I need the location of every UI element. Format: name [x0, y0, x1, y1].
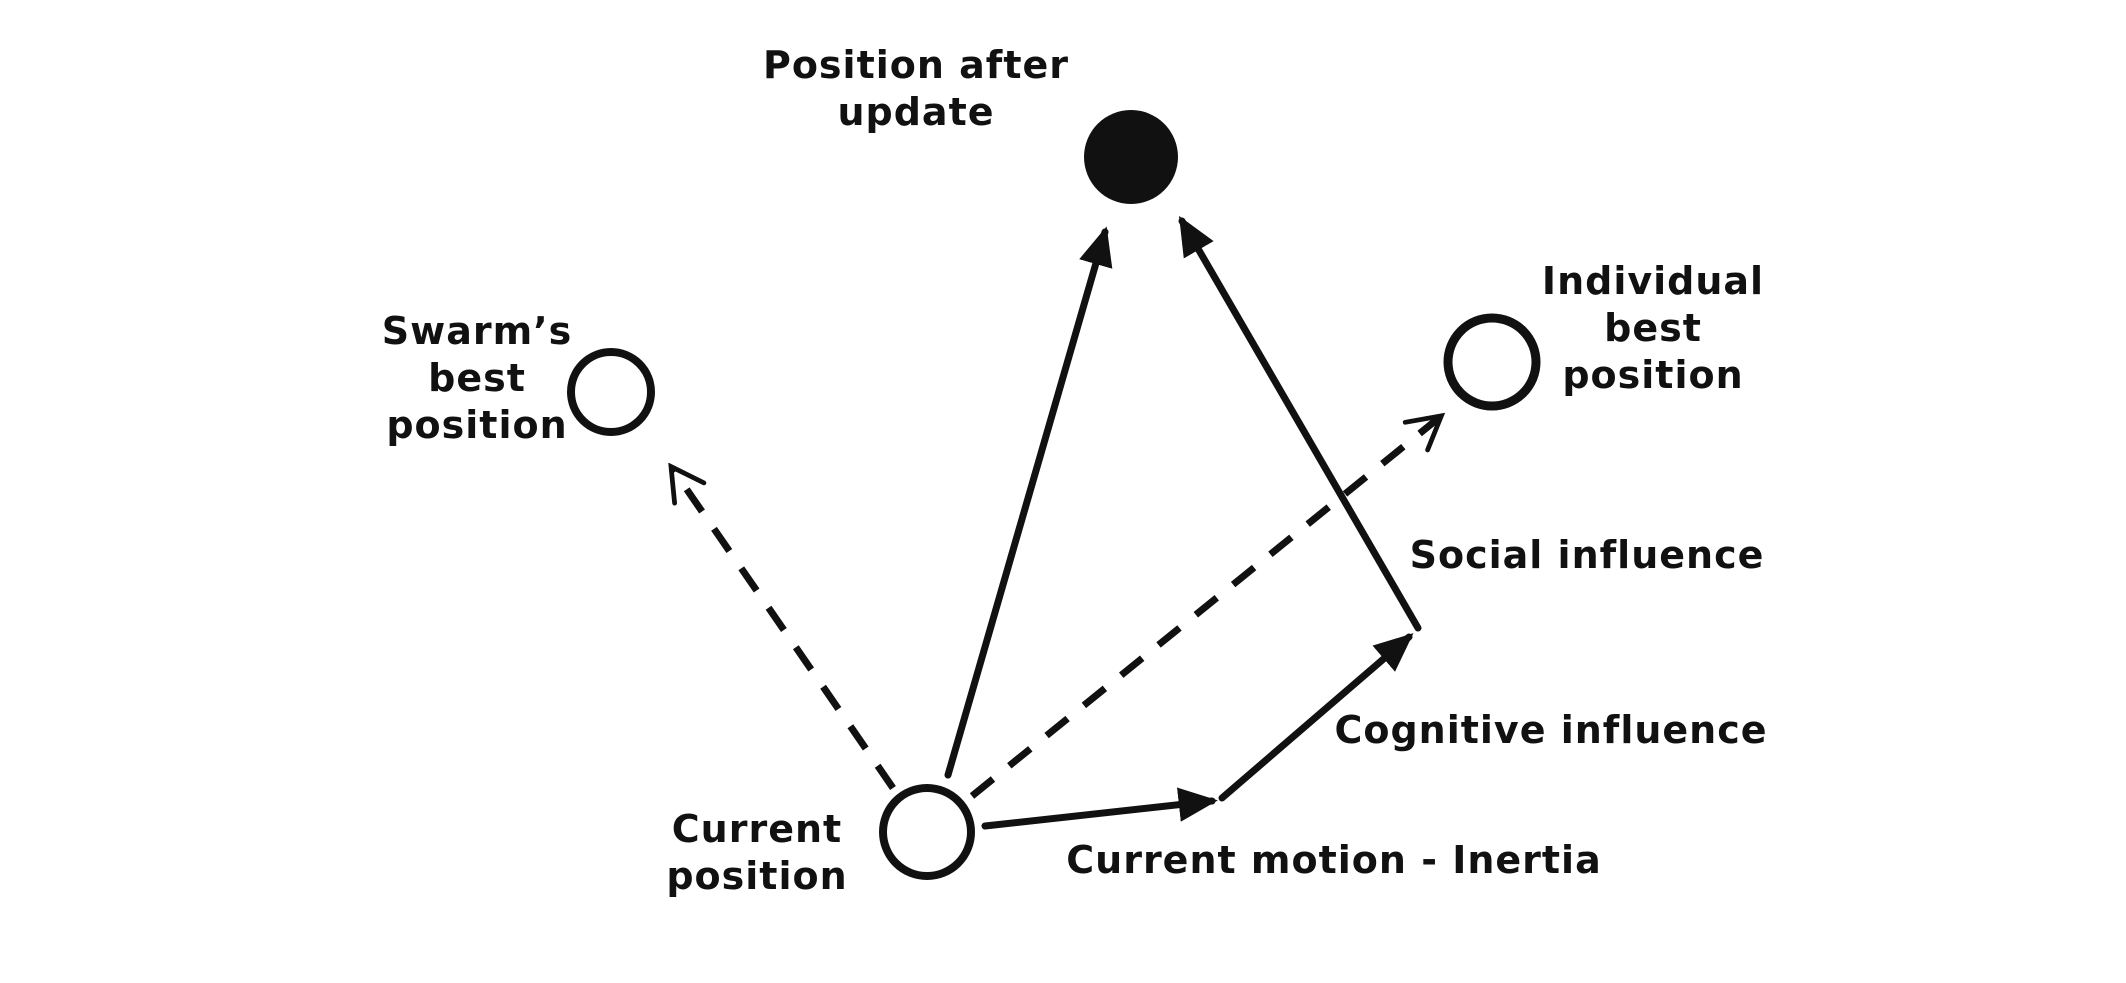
- updated-position-node-circle: [1084, 110, 1178, 204]
- current-position-label-line1: Current: [671, 807, 843, 851]
- current-position-label-line2: position: [666, 854, 848, 898]
- cognitive-influence-arrow: [1218, 633, 1414, 802]
- individual-best-node-circle: [1443, 313, 1541, 411]
- updated-position-label-line2: update: [837, 90, 995, 134]
- social-influence-label: Social influence: [1409, 533, 1765, 577]
- swarm-best-label-line2: best: [428, 356, 526, 400]
- velocity-update-arrow: [944, 226, 1113, 779]
- individual-best-label: Individual best position: [1542, 258, 1764, 399]
- inertia-label: Current motion - Inertia: [1066, 838, 1602, 882]
- cognitive-influence-label: Cognitive influence: [1334, 708, 1768, 752]
- individual-best-label-line1: Individual: [1541, 259, 1765, 303]
- current-position-label: Current position: [666, 806, 847, 900]
- swarm-best-label: Swarm’s best position: [382, 308, 573, 449]
- updated-position-label: Position after update: [763, 42, 1069, 136]
- swarm-best-label-line3: position: [386, 403, 568, 447]
- swarm-best-label-line1: Swarm’s: [381, 309, 573, 353]
- individual-best-label-line3: position: [1562, 353, 1744, 397]
- current-position-node-circle: [879, 784, 975, 880]
- individual-best-label-line2: best: [1604, 306, 1702, 350]
- individual-best-dashed-arrow: [969, 417, 1440, 799]
- social-influence-arrow: [1178, 215, 1422, 632]
- swarm-best-node-circle: [567, 348, 655, 436]
- inertia-arrow: [981, 787, 1218, 830]
- updated-position-label-line1: Position after: [762, 43, 1070, 87]
- swarm-best-dashed-arrow: [672, 468, 896, 790]
